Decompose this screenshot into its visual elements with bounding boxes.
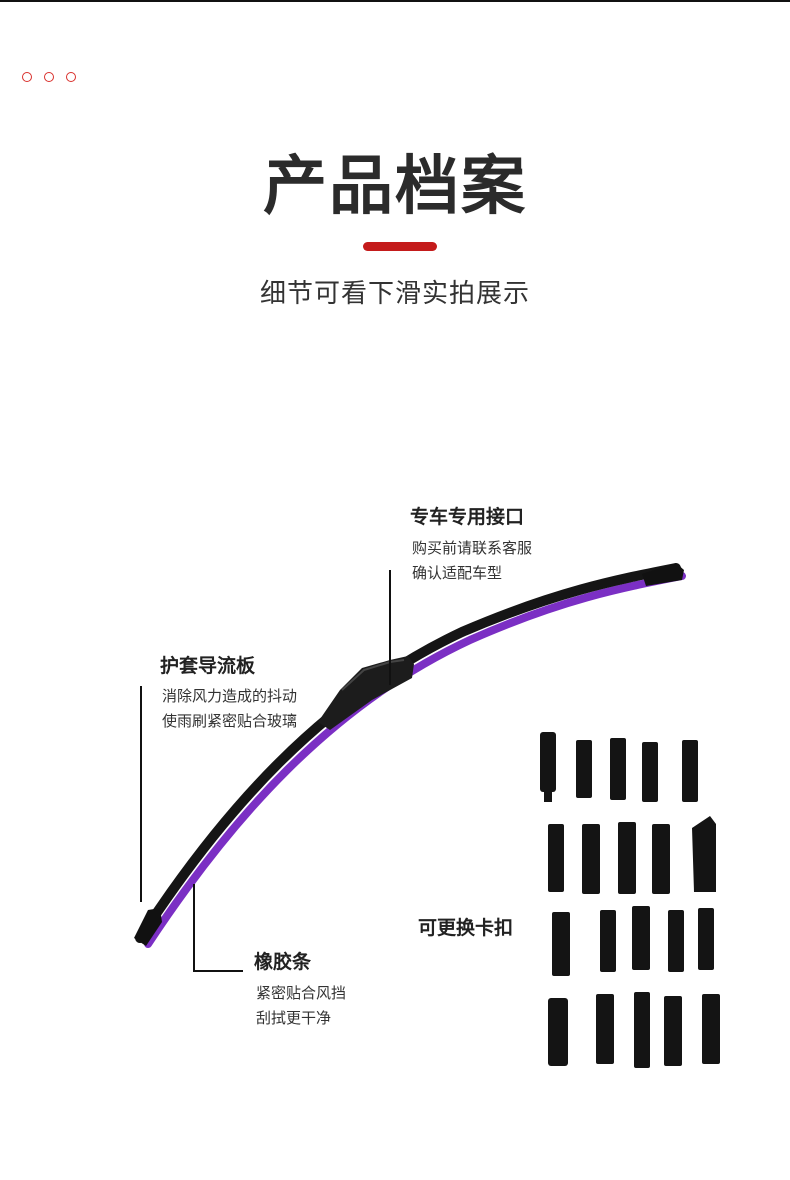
callout-rubber-line-1: 紧密贴合风挡 [256,984,347,1002]
callout-rubber-line-2: 刮拭更干净 [256,1009,332,1027]
blade-body [135,563,681,943]
clip-adapter [698,908,714,970]
clip-adapter [610,738,626,800]
title-underline [363,242,437,251]
right-end-cap [642,563,684,586]
callout-spoiler-heading: 护套导流板 [160,655,256,677]
connector-highlight [341,659,405,691]
center-connector [318,656,414,730]
callout-connector-line-1: 购买前请联系客服 [412,539,533,557]
rubber-strip [144,572,686,948]
decorative-dots [22,72,76,82]
clip-adapter [682,740,698,802]
page-title: 产品档案 [263,150,527,224]
clip-adapter [540,732,556,802]
clip-adapter [600,910,616,972]
page-subtitle: 细节可看下滑实拍展示 [259,279,530,309]
circle-icon [22,72,32,82]
clip-adapter [702,994,720,1064]
clip-adapter [576,740,592,798]
clip-adapter [642,742,658,802]
leader-line-spoiler [140,686,142,902]
top-rule [0,0,790,2]
circle-icon [44,72,54,82]
callout-spoiler-line-1: 消除风力造成的抖动 [162,687,298,705]
callout-rubber-heading: 橡胶条 [254,951,312,973]
clip-adapter [632,906,650,970]
clip-adapter [618,822,636,894]
clip-adapters-image [540,732,720,1068]
circle-icon [66,72,76,82]
clip-adapter [596,994,614,1064]
leader-line-connector [389,570,391,685]
clip-adapter [634,992,650,1068]
callout-connector-heading: 专车专用接口 [410,506,525,528]
callout-clips-heading: 可更换卡扣 [418,917,514,939]
callout-spoiler-line-2: 使雨刷紧密贴合玻璃 [162,712,298,730]
leader-line-rubber-v [193,884,195,972]
left-end-cap [134,908,162,946]
clip-adapter [548,998,568,1066]
clip-adapter [552,912,570,976]
leader-line-rubber-h [193,970,243,972]
clip-adapter [668,910,684,972]
clip-adapter [652,824,670,894]
callout-connector-line-2: 确认适配车型 [412,564,503,582]
clip-adapter [548,824,564,892]
clip-adapter [582,824,600,894]
clip-adapter [692,816,716,892]
clip-adapter [664,996,682,1066]
